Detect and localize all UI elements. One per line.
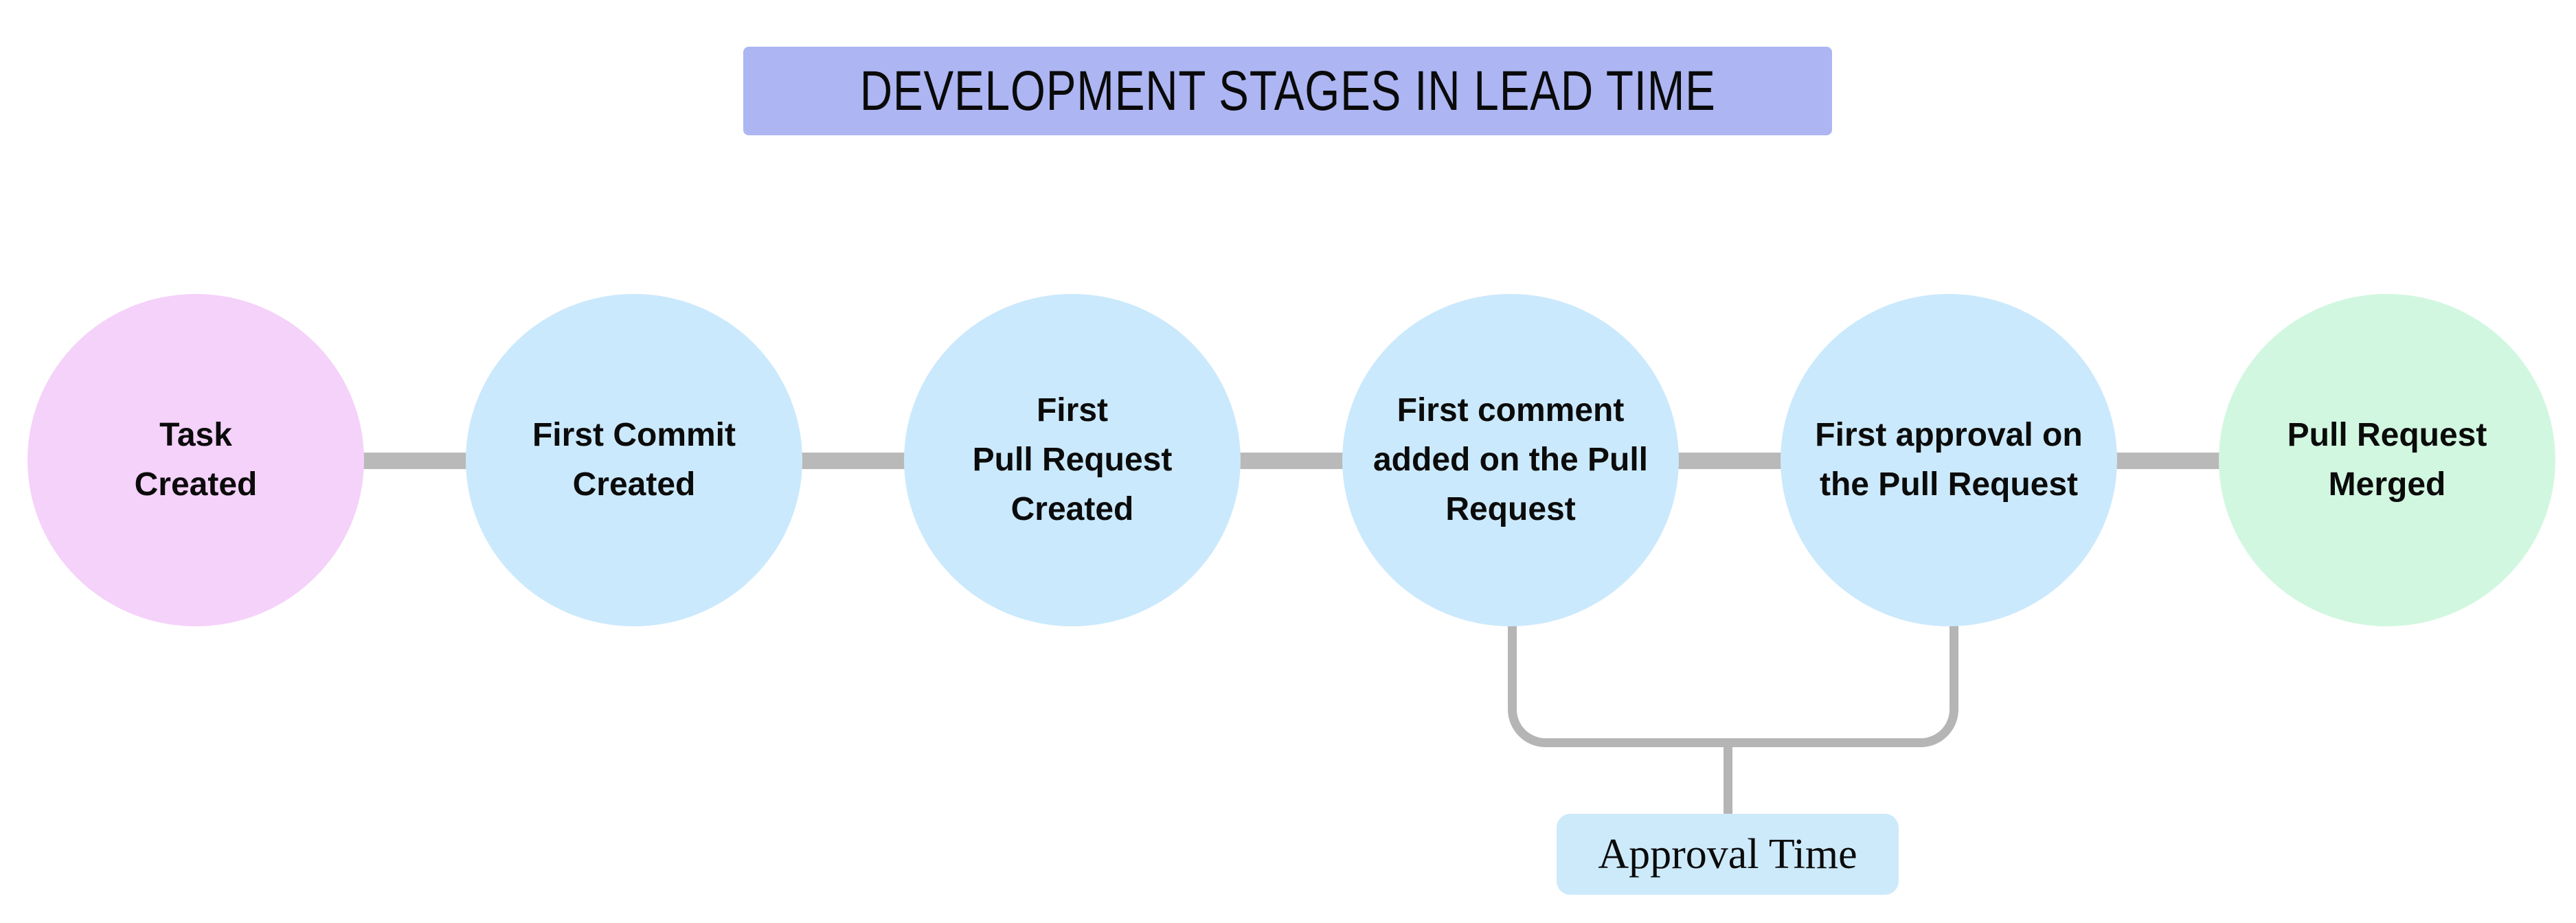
approval-time-label: Approval Time bbox=[1598, 830, 1857, 878]
stage-label-line: Pull Request bbox=[972, 442, 1173, 478]
stage-label-line: First Commit bbox=[532, 417, 736, 453]
stage-label-line: Merged bbox=[2328, 466, 2446, 503]
stage-node-first-comment-added: First comment added on the Pull Request bbox=[1342, 294, 1679, 626]
stage-label-line: Created bbox=[572, 466, 696, 503]
stage-node-task-created: Task Created bbox=[27, 294, 364, 626]
stage-label-line: First bbox=[1036, 392, 1108, 429]
stage-label-line: First approval on bbox=[1815, 417, 2083, 453]
stage-label-line: Request bbox=[1445, 491, 1576, 527]
approval-time-bracket bbox=[1508, 622, 1958, 747]
approval-time-label-box: Approval Time bbox=[1557, 814, 1899, 895]
stage-label-line: Pull Request bbox=[2287, 417, 2487, 453]
stage-label-line: Created bbox=[134, 466, 258, 503]
stage-node-first-pull-request-created: First Pull Request Created bbox=[904, 294, 1241, 626]
diagram-title: DEVELOPMENT STAGES IN LEAD TIME bbox=[859, 59, 1716, 122]
stage-node-pull-request-merged: Pull Request Merged bbox=[2219, 294, 2555, 626]
stage-node-first-commit-created: First Commit Created bbox=[466, 294, 802, 626]
approval-time-bracket-stem bbox=[1724, 745, 1732, 817]
stage-node-first-approval: First approval on the Pull Request bbox=[1781, 294, 2117, 626]
diagram-title-box: DEVELOPMENT STAGES IN LEAD TIME bbox=[743, 47, 1832, 135]
stage-label-line: the Pull Request bbox=[1819, 466, 2079, 503]
stage-label-line: Created bbox=[1010, 491, 1134, 527]
stage-label-line: added on the Pull bbox=[1372, 442, 1648, 478]
stage-label-line: Task bbox=[159, 417, 232, 453]
stage-label-line: First comment bbox=[1397, 392, 1625, 429]
